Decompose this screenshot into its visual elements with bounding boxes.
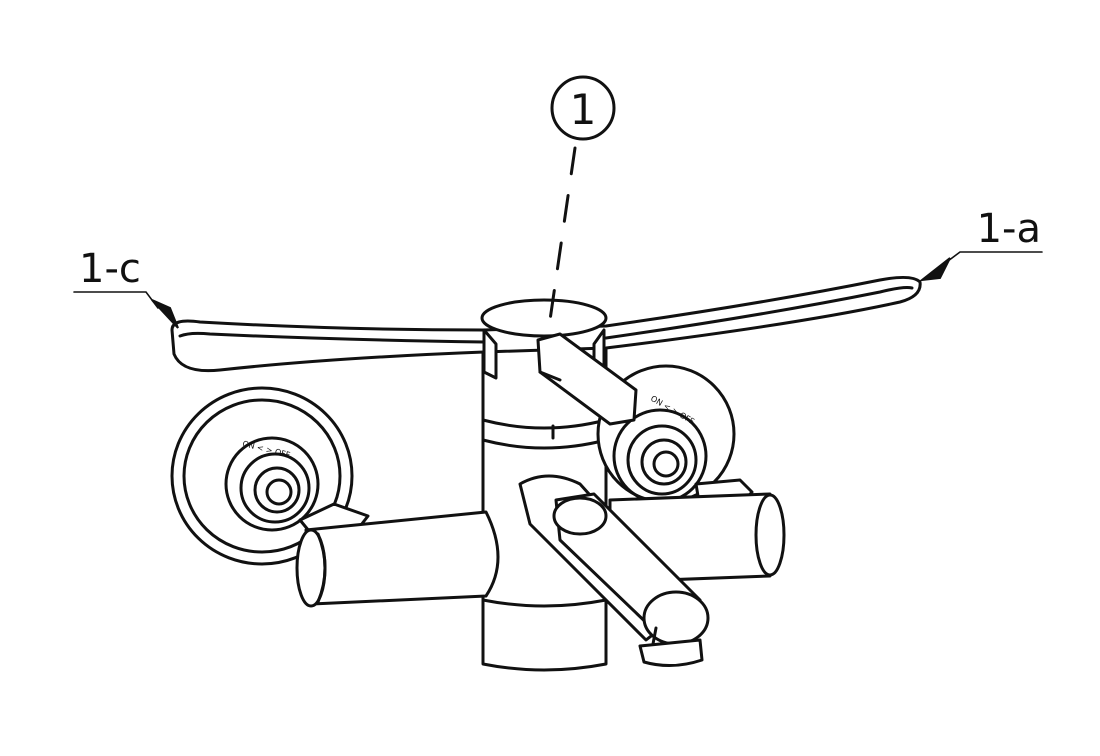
lever-handle [170, 275, 922, 426]
callout-1-a-arrow [918, 257, 951, 282]
left-pipe [295, 510, 500, 608]
callout-1-label: 1 [570, 85, 597, 134]
spout [518, 474, 710, 667]
callout-1: 1 [548, 75, 616, 322]
callout-1-a: 1-a [918, 206, 1043, 282]
callout-1-a-label: 1-a [977, 206, 1041, 252]
callout-1-c: 1-c [73, 246, 179, 329]
callout-1-c-label: 1-c [79, 246, 141, 292]
callout-1-c-arrow [151, 299, 179, 329]
